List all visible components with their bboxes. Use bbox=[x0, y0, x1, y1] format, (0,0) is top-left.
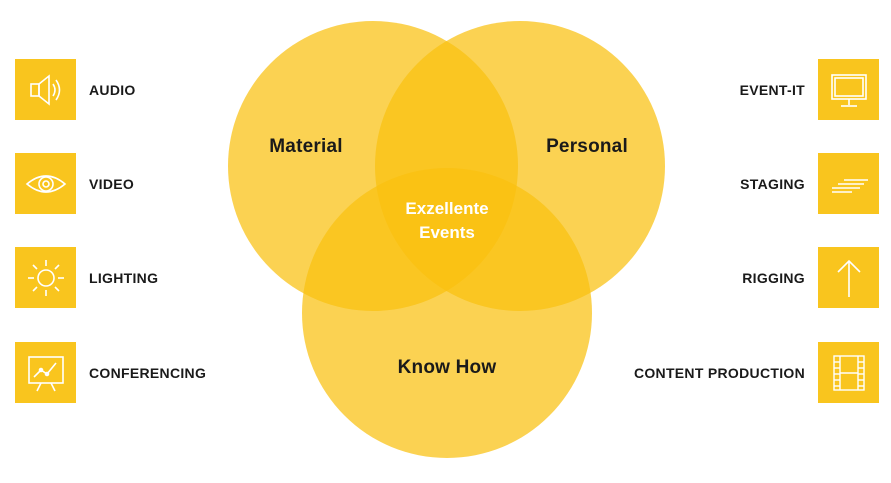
presentation-chart-icon bbox=[15, 342, 76, 403]
service-conferencing[interactable]: CONFERENCING bbox=[15, 342, 206, 403]
service-video[interactable]: VIDEO bbox=[15, 153, 134, 214]
eye-icon bbox=[15, 153, 76, 214]
service-label-video: VIDEO bbox=[89, 175, 135, 192]
service-rigging[interactable]: RIGGING bbox=[742, 247, 879, 308]
service-staging[interactable]: STAGING bbox=[740, 153, 879, 214]
service-lighting[interactable]: LIGHTING bbox=[15, 247, 158, 308]
service-label-lighting: LIGHTING bbox=[89, 269, 159, 286]
service-label-event-it: EVENT-IT bbox=[739, 81, 805, 98]
circle-label-personal: Personal bbox=[546, 136, 628, 157]
stage-lines-icon bbox=[818, 153, 879, 214]
circle-label-know-how: Know How bbox=[397, 357, 497, 378]
service-content-production[interactable]: CONTENT PRODUCTION bbox=[634, 342, 879, 403]
service-label-staging: STAGING bbox=[740, 175, 805, 192]
center-label-line1: Exzellente bbox=[405, 199, 489, 218]
speaker-icon bbox=[15, 59, 76, 120]
monitor-icon bbox=[818, 59, 879, 120]
circle-label-material: Material bbox=[269, 136, 343, 157]
service-label-content-production: CONTENT PRODUCTION bbox=[633, 364, 805, 381]
service-label-rigging: RIGGING bbox=[742, 269, 805, 286]
service-label-conferencing: CONFERENCING bbox=[89, 364, 207, 381]
center-label-line2: Events bbox=[419, 223, 475, 242]
up-arrow-icon bbox=[818, 247, 879, 308]
service-event-it[interactable]: EVENT-IT bbox=[740, 59, 879, 120]
service-label-audio: AUDIO bbox=[89, 81, 136, 98]
service-audio[interactable]: AUDIO bbox=[15, 59, 136, 120]
center-label: Exzellente Events bbox=[377, 197, 517, 245]
film-strip-icon bbox=[818, 342, 879, 403]
circle-know-how bbox=[302, 168, 592, 458]
sun-icon bbox=[15, 247, 76, 308]
